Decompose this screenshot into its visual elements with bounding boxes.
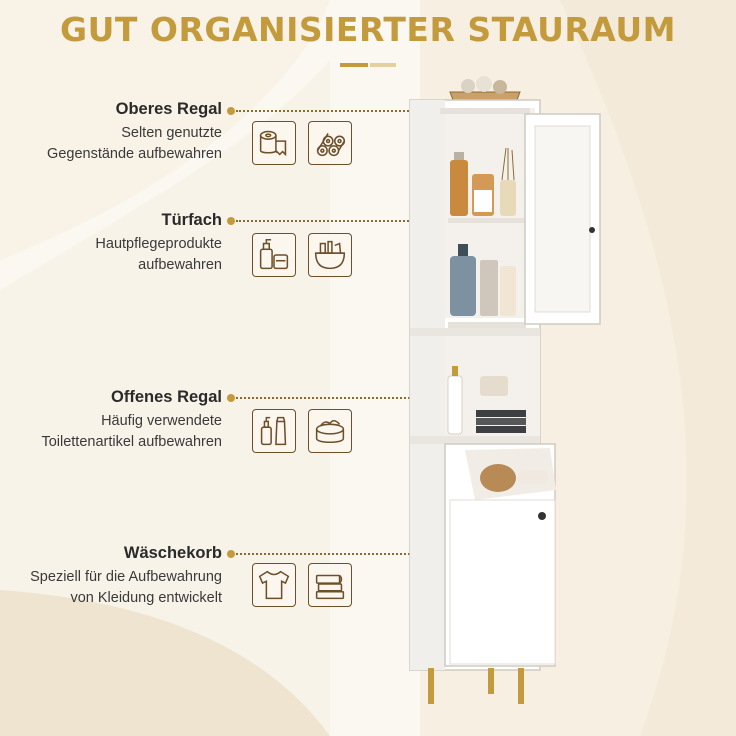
toilet-paper-roll-icon: [252, 121, 296, 165]
cosmetic-bag-icon: [308, 233, 352, 277]
feature-desc-line2: von Kleidung entwickelt: [70, 590, 222, 606]
feature-desc-line2: Toilettenartikel aufbewahren: [41, 434, 222, 450]
feature-desc-line1: Selten genutzte: [121, 125, 222, 141]
lotion-bottles-icon: [252, 233, 296, 277]
feature-desc-line1: Hautpflegeprodukte: [95, 236, 222, 252]
connector-line: [236, 397, 466, 399]
connector-dot: [227, 217, 235, 225]
tshirt-icon: [252, 563, 296, 607]
feature-desc-line2: Gegenstände aufbewahren: [47, 146, 222, 162]
cream-jar-icon: [308, 409, 352, 453]
feature-heading: Oberes Regal: [115, 100, 222, 118]
connector-dot: [227, 550, 235, 558]
title-underline-light: [370, 63, 396, 67]
feature-heading: Türfach: [161, 211, 222, 229]
feature-desc-line1: Häufig verwendete: [101, 413, 222, 429]
feature-waeschekorb: Wäschekorb Speziell für die Aufbewahrung…: [30, 544, 222, 609]
connector-dot: [227, 394, 235, 402]
connector-line: [236, 220, 476, 222]
feature-offenes-regal: Offenes Regal Häufig verwendete Toilette…: [41, 388, 222, 453]
feature-heading: Wäschekorb: [123, 544, 222, 562]
feature-desc-line2: aufbewahren: [138, 257, 222, 273]
feature-tuerfach: Türfach Hautpflegeprodukte aufbewahren: [95, 211, 222, 276]
connector-line: [236, 553, 486, 555]
connector-dot: [227, 107, 235, 115]
feature-oberes-regal: Oberes Regal Selten genutzte Gegenstände…: [47, 100, 222, 165]
folded-towels-icon: [308, 563, 352, 607]
tube-bottle-icon: [252, 409, 296, 453]
title-underline-accent: [340, 63, 368, 67]
feature-desc-line1: Speziell für die Aufbewahrung: [30, 569, 222, 585]
page-title: GUT ORGANISIERTER STAURAUM: [60, 10, 676, 49]
cabinet-illustration: [380, 70, 630, 710]
feature-heading: Offenes Regal: [111, 388, 222, 406]
stacked-rolls-icon: [308, 121, 352, 165]
connector-line: [236, 110, 436, 112]
